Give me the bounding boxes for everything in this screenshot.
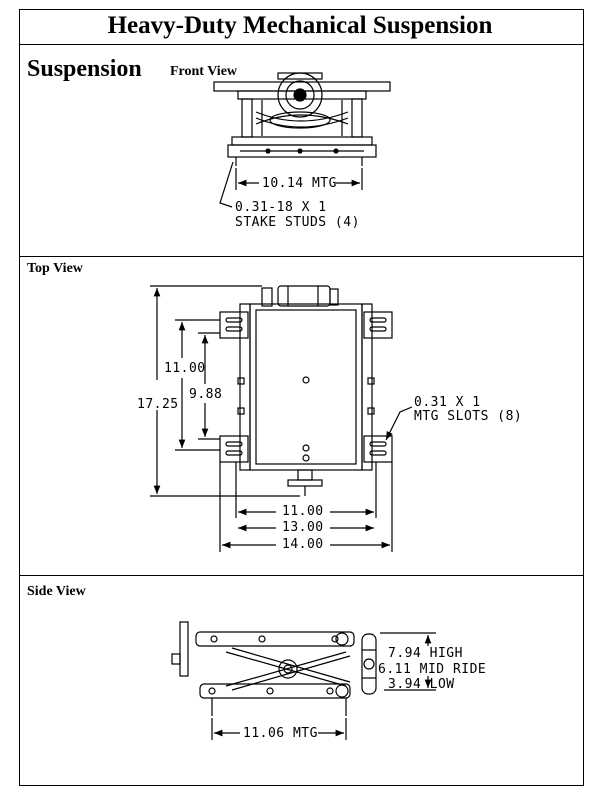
front-view-drawing [213,72,391,208]
front-view-label: Front View [170,64,238,79]
height-high: 7.94 HIGH [388,646,463,661]
top-view-label: Top View [27,261,83,276]
dim-14-00: 14.00 [282,537,324,552]
dim-13-00: 13.00 [282,520,324,535]
dim-11-00-horizontal: 11.00 [282,504,324,519]
top-view-drawing [150,285,413,552]
slot-spec-line1: 0.31 X 1 [414,395,481,410]
height-low: 3.94 LOW [388,677,455,692]
side-view-panel [19,575,584,786]
side-view-drawing [171,621,436,740]
height-mid-ride: 6.11 MID RIDE [378,662,487,677]
dim-9-88: 9.88 [189,387,223,402]
stud-spec-line2: STAKE STUDS (4) [235,215,360,230]
front-mtg-dimension: 10.14 MTG [262,176,337,191]
stud-spec-line1: 0.31-18 X 1 [235,200,327,215]
suspension-heading: Suspension [27,56,142,82]
dim-17-25: 17.25 [137,397,179,412]
page-title: Heavy-Duty Mechanical Suspension [107,12,493,39]
dim-11-00-vertical: 11.00 [164,361,206,376]
side-mtg-dimension: 11.06 MTG [243,726,318,741]
side-view-label: Side View [27,584,86,599]
slot-spec-line2: MTG SLOTS (8) [414,409,523,424]
